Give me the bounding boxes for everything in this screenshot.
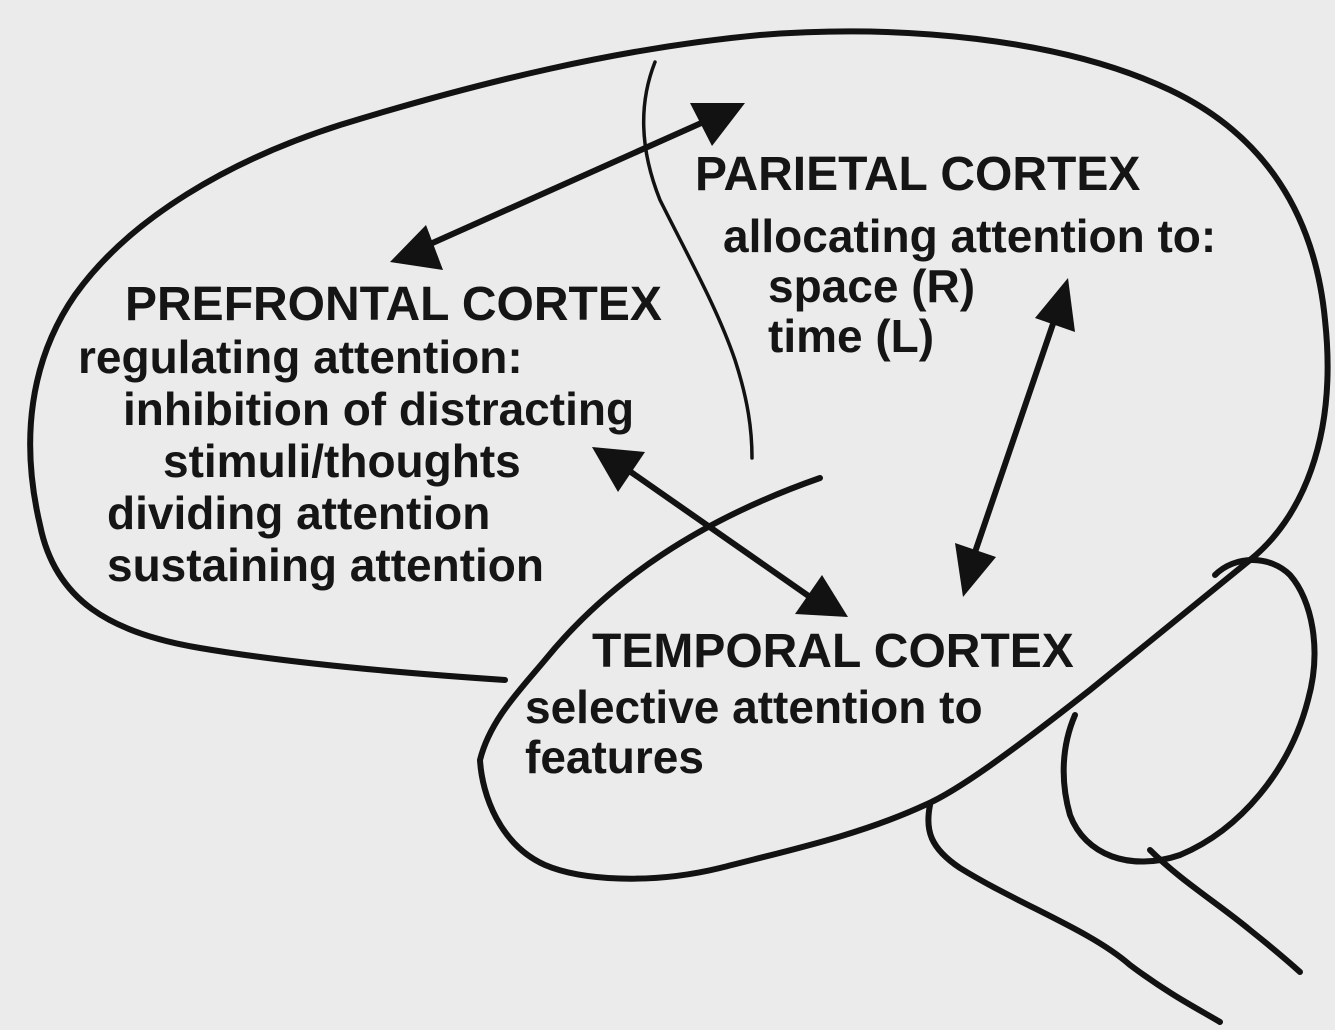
temporal-line: selective attention to — [525, 681, 983, 733]
arrow-prefrontal-parietal — [390, 103, 745, 270]
parietal-title: PARIETAL CORTEX — [695, 148, 1140, 201]
parietal-line: allocating attention to: — [723, 210, 1216, 262]
prefrontal-line: sustaining attention — [107, 539, 544, 591]
parietal-region-label: PARIETAL CORTEX allocating attention to:… — [695, 148, 1216, 362]
cerebellum-outline — [1064, 560, 1315, 862]
arrow-parietal-temporal — [955, 278, 1075, 597]
prefrontal-title: PREFRONTAL CORTEX — [125, 278, 662, 331]
arrow-prefrontal-temporal — [592, 447, 848, 617]
parietal-line: time (L) — [768, 310, 934, 362]
temporal-region-label: TEMPORAL CORTEX selective attention to f… — [525, 625, 1074, 783]
prefrontal-region-label: PREFRONTAL CORTEX regulating attention: … — [78, 278, 662, 591]
parietal-line: space (R) — [768, 260, 975, 312]
prefrontal-line: regulating attention: — [78, 331, 523, 383]
temporal-line: features — [525, 731, 704, 783]
prefrontal-line: dividing attention — [107, 487, 490, 539]
brainstem-outline-2 — [1150, 850, 1300, 972]
temporal-title: TEMPORAL CORTEX — [592, 625, 1074, 678]
prefrontal-line: inhibition of distracting — [123, 383, 634, 435]
brainstem-outline — [928, 805, 1220, 1022]
prefrontal-line: stimuli/thoughts — [163, 435, 521, 487]
